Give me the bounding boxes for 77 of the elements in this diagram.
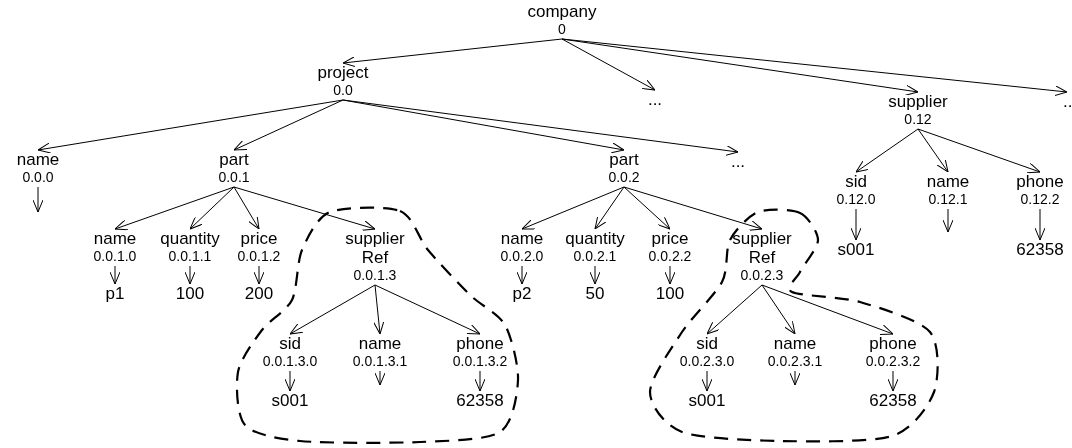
value-text: s001 xyxy=(837,240,875,259)
value-text: 62358 xyxy=(1016,240,1064,259)
arrow xyxy=(855,128,919,173)
value-text: 62358 xyxy=(869,391,917,410)
value-text: 200 xyxy=(244,284,274,303)
arrow xyxy=(761,284,894,335)
tree-node-label: phone 0.0.2.3.2 xyxy=(865,334,921,370)
arrow xyxy=(109,265,121,285)
tree-node-label: quantity 0.0.2.1 xyxy=(565,229,625,265)
arrow xyxy=(342,38,563,68)
arrow xyxy=(1034,208,1046,241)
arrow xyxy=(284,370,296,392)
arrow xyxy=(789,370,801,386)
tree-node-label: name 0.12.1 xyxy=(926,172,970,208)
arrow xyxy=(761,284,796,335)
arrow xyxy=(887,370,899,392)
tree-node-label: project 0.0 xyxy=(317,63,369,99)
arrow xyxy=(942,208,954,233)
tree-node-label: phone 0.0.1.3.2 xyxy=(452,334,508,370)
arrow xyxy=(253,265,265,285)
arrow xyxy=(184,265,196,285)
tree-node-label: phone 0.12.2 xyxy=(1016,172,1064,208)
value-text: 50 xyxy=(585,284,605,303)
arrow xyxy=(374,284,481,335)
tree-node-label: part 0.0.1 xyxy=(218,150,250,186)
value-text: 62358 xyxy=(456,391,504,410)
tree-node-label: company 0 xyxy=(527,2,597,38)
arrow xyxy=(233,186,260,230)
tree-node-label: name 0.0.2.0 xyxy=(500,229,544,265)
arrow xyxy=(233,186,376,231)
arrow xyxy=(664,265,676,285)
arrow xyxy=(623,186,763,231)
arrow xyxy=(233,99,344,151)
value-text: s001 xyxy=(688,391,726,410)
value-text: 100 xyxy=(655,284,685,303)
tree-node-label: name 0.0.1.0 xyxy=(93,229,137,265)
value-text: s001 xyxy=(271,391,309,410)
value-text: ... xyxy=(647,90,663,109)
arrow xyxy=(706,284,763,335)
value-text: ... xyxy=(730,152,746,171)
arrow xyxy=(32,186,44,213)
tree-node-label: sid 0.12.0 xyxy=(836,172,876,208)
arrow xyxy=(594,186,625,230)
tree-node-label: quantity 0.0.1.1 xyxy=(160,229,220,265)
arrow xyxy=(850,208,862,241)
tree-node-label: supplier Ref 0.0.1.3 xyxy=(340,229,410,284)
tree-node-label: supplier 0.12 xyxy=(888,92,948,128)
arrow xyxy=(516,265,528,285)
tree-node-label: name 0.0.0 xyxy=(16,150,60,186)
tree-node-label: name 0.0.1.3.1 xyxy=(352,334,408,370)
tree-node-label: part 0.0.2 xyxy=(608,150,640,186)
arrow xyxy=(374,370,386,386)
arrow xyxy=(561,38,1068,97)
arrow xyxy=(521,186,625,230)
arrow xyxy=(37,99,344,154)
value-text: .. xyxy=(1063,92,1072,111)
arrow xyxy=(589,265,601,285)
tree-node-label: sid 0.0.2.3.0 xyxy=(679,334,735,370)
tree-node-label: price 0.0.1.2 xyxy=(237,229,281,265)
arrow xyxy=(474,370,486,392)
arrow xyxy=(342,99,739,156)
value-text: 100 xyxy=(175,284,205,303)
arrow xyxy=(623,186,671,230)
tree-node-label: name 0.0.2.3.1 xyxy=(767,334,823,370)
arrow xyxy=(701,370,713,392)
arrow xyxy=(289,284,376,335)
arrow xyxy=(114,186,235,231)
arrow xyxy=(917,128,949,173)
value-text: p1 xyxy=(105,284,125,303)
value-text: p2 xyxy=(512,284,532,303)
arrow xyxy=(189,186,235,230)
arrow xyxy=(561,38,656,91)
arrow xyxy=(917,128,1041,174)
tree-node-label: sid 0.0.1.3.0 xyxy=(262,334,318,370)
tree-node-label: price 0.0.2.2 xyxy=(648,229,692,265)
arrow xyxy=(373,284,385,335)
tree-node-label: supplier Ref 0.0.2.3 xyxy=(727,229,797,284)
